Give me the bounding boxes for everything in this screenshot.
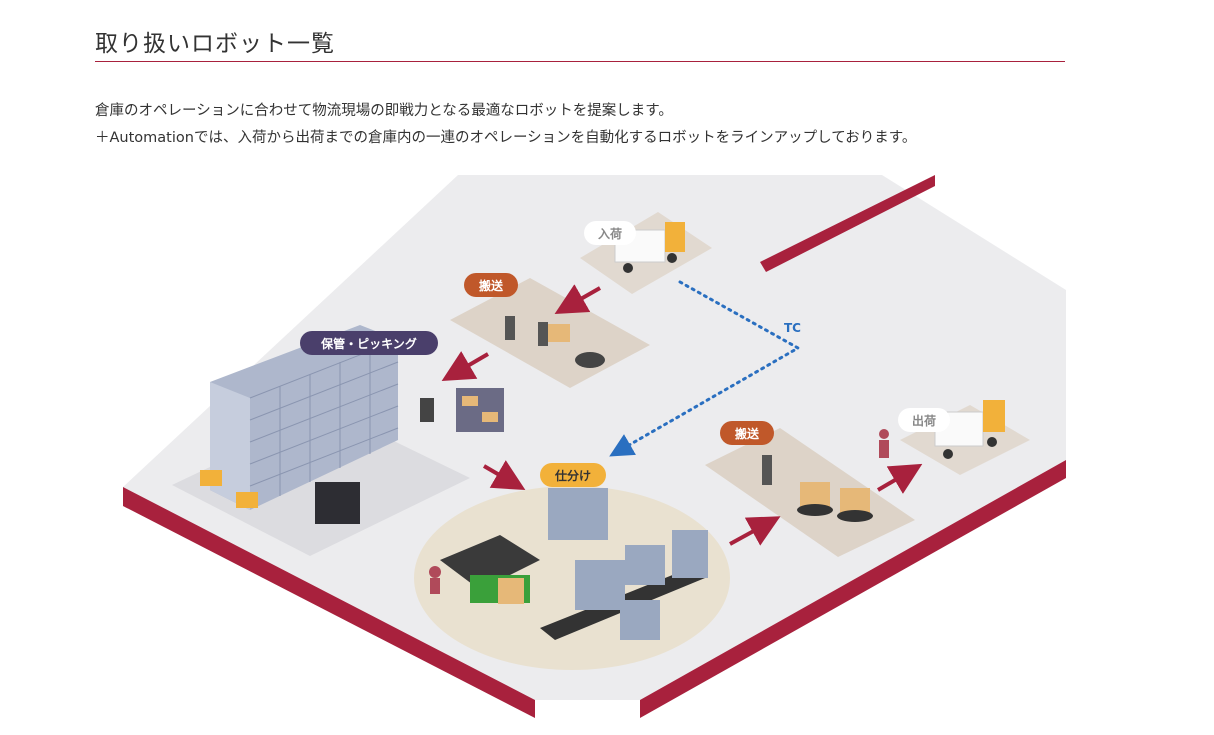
intro-line-2: ＋Automationでは、入荷から出荷までの倉庫内の一連のオペレーションを自動… (95, 130, 917, 146)
tc-label: TC (784, 321, 801, 335)
title-divider (95, 61, 1065, 62)
badge-sorting: 仕分け (540, 463, 606, 487)
tc-dotted-line (609, 280, 802, 457)
intro-line-1: 倉庫のオペレーションに合わせて物流現場の即戦力となる最適なロボットを提案します。 (95, 103, 673, 119)
intro-text: 倉庫のオペレーションに合わせて物流現場の即戦力となる最適なロボットを提案します。… (95, 98, 916, 152)
zone-transport-bottom (705, 428, 915, 557)
badge-outbound-label: 出荷 (912, 413, 936, 428)
arrow-transport-to-storage (441, 351, 490, 382)
arrow-storage-to-sorting (482, 460, 526, 491)
badge-transport-top-label: 搬送 (479, 278, 504, 293)
badge-storage-picking-label: 保管・ピッキング (320, 336, 417, 351)
badge-storage-picking: 保管・ピッキング (300, 331, 438, 355)
zone-storage (172, 325, 504, 556)
arrow-transport-to-outbound (876, 463, 923, 494)
badge-outbound: 出荷 (898, 408, 950, 432)
badge-transport-bottom: 搬送 (720, 421, 774, 445)
badge-transport-top: 搬送 (464, 273, 518, 297)
badge-sorting-label: 仕分け (554, 468, 591, 483)
badge-transport-bottom-label: 搬送 (735, 426, 760, 441)
zone-transport-top (450, 278, 650, 388)
section-title: 取り扱いロボット一覧 (95, 31, 335, 57)
zone-sorting (414, 486, 730, 670)
arrow-inbound-to-transport (554, 284, 601, 314)
arrow-sorting-to-transport (729, 516, 781, 546)
badge-inbound: 入荷 (584, 221, 636, 245)
warehouse-floor (123, 175, 1066, 718)
badge-inbound-label: 入荷 (598, 226, 622, 241)
